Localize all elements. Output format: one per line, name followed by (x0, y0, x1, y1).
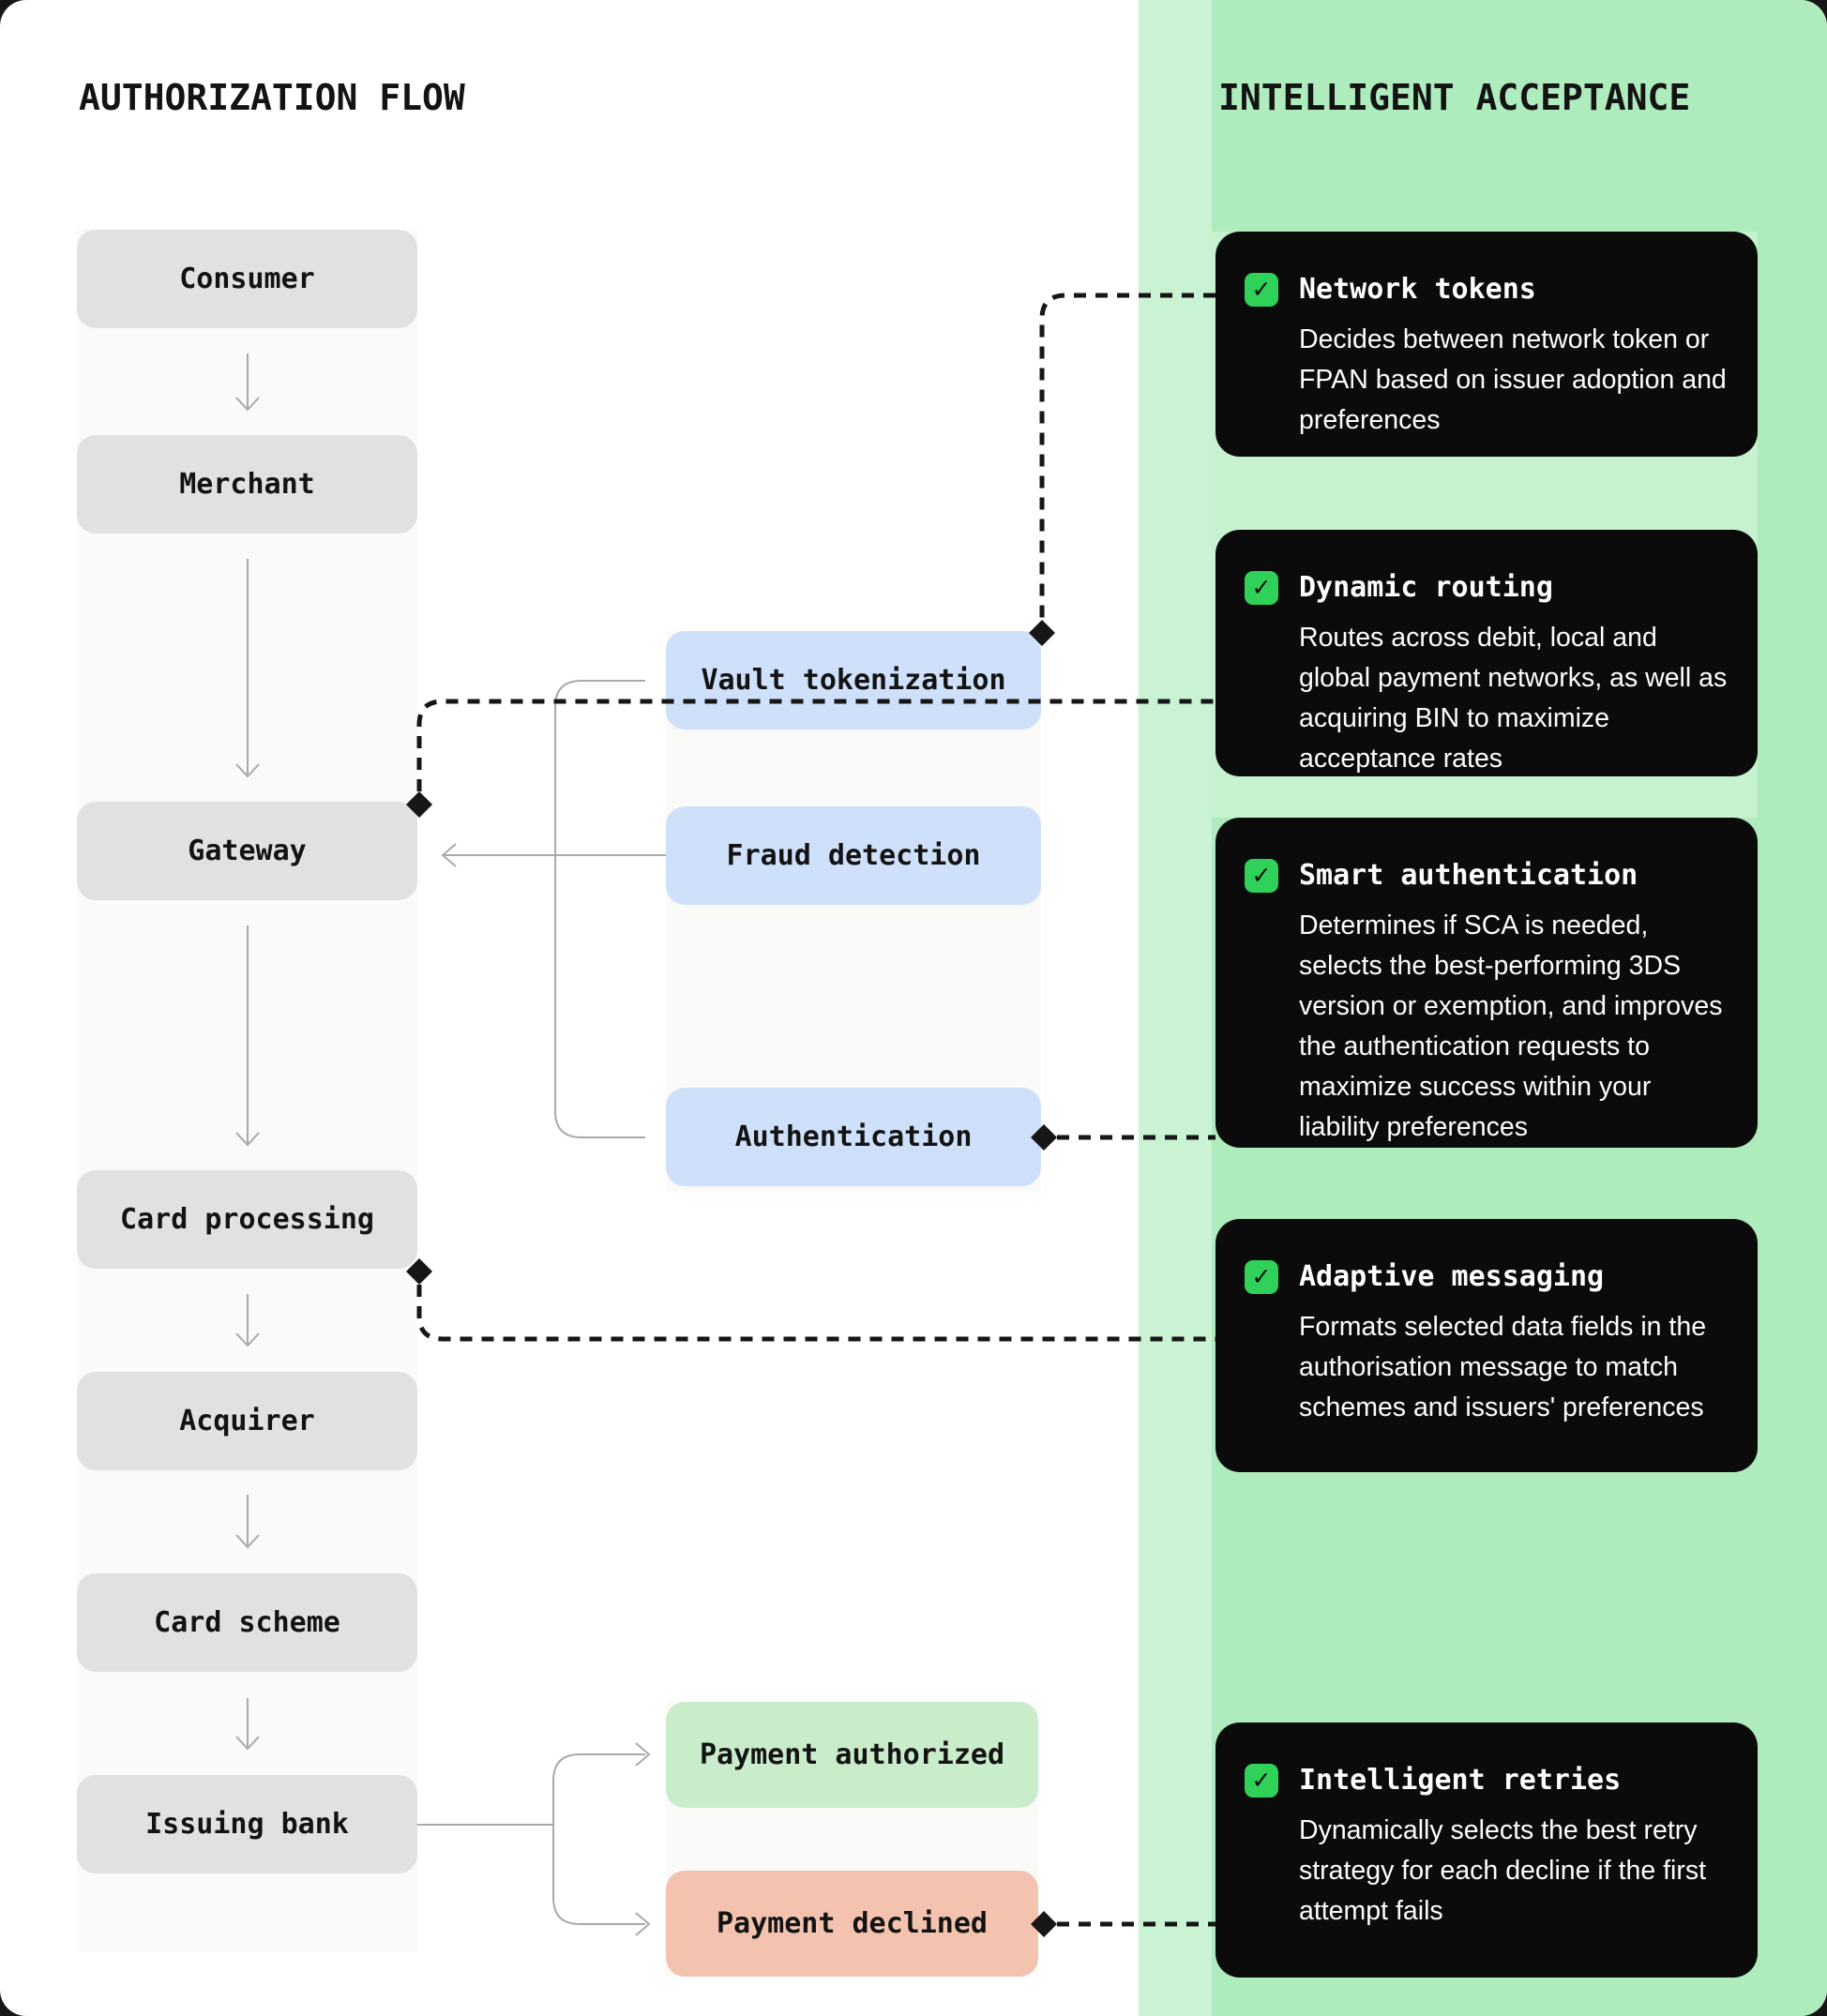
outcome-arrow-right-icon (635, 1742, 651, 1936)
feature-card-intelligent-retries: ✓ Intelligent retries Dynamically select… (1215, 1723, 1758, 1978)
flow-node-issuing-bank: Issuing bank (77, 1775, 417, 1873)
service-node-vault-tokenization: Vault tokenization (666, 631, 1041, 730)
feature-description: Routes across debit, local and global pa… (1299, 623, 1728, 774)
gateway-arrow-left-icon (441, 843, 666, 867)
feature-description: Decides between network token or FPAN ba… (1299, 324, 1727, 435)
service-node-fraud-detection: Fraud detection (666, 806, 1041, 905)
flow-node-gateway: Gateway (77, 802, 417, 900)
checkbox-check-icon: ✓ (1245, 1764, 1278, 1798)
feature-card-dynamic-routing: ✓ Dynamic routing Routes across debit, l… (1215, 530, 1758, 776)
service-node-authentication: Authentication (666, 1088, 1041, 1186)
feature-title: Intelligent retries (1299, 1764, 1622, 1797)
service-bracket-line (554, 680, 645, 1138)
feature-description: Determines if SCA is needed, selects the… (1299, 910, 1723, 1142)
checkbox-check-icon: ✓ (1245, 859, 1278, 893)
intelligent-acceptance-title: INTELLIGENT ACCEPTANCE (1218, 77, 1691, 118)
feature-description: Formats selected data fields in the auth… (1299, 1312, 1707, 1422)
green-accent-band (1139, 0, 1212, 2016)
flow-node-merchant: Merchant (77, 435, 417, 534)
checkbox-check-icon: ✓ (1245, 571, 1278, 605)
feature-title: Adaptive messaging (1299, 1260, 1605, 1293)
feature-description: Dynamically selects the best retry strat… (1299, 1815, 1707, 1926)
feature-card-smart-authentication: ✓ Smart authentication Determines if SCA… (1215, 818, 1758, 1148)
outcome-node-payment-authorized: Payment authorized (666, 1702, 1038, 1808)
checkbox-check-icon: ✓ (1245, 273, 1278, 307)
authorization-flow-title: AUTHORIZATION FLOW (79, 77, 465, 118)
outcome-node-payment-declined: Payment declined (666, 1871, 1038, 1977)
flow-node-consumer: Consumer (77, 230, 417, 328)
feature-title: Network tokens (1299, 273, 1536, 306)
feature-title: Smart authentication (1299, 859, 1638, 892)
flow-node-card-processing: Card processing (77, 1170, 417, 1269)
feature-card-adaptive-messaging: ✓ Adaptive messaging Formats selected da… (1215, 1219, 1758, 1472)
flow-node-card-scheme: Card scheme (77, 1573, 417, 1672)
feature-title: Dynamic routing (1299, 571, 1553, 604)
flow-node-acquirer: Acquirer (77, 1372, 417, 1470)
dotted-connector-adaptive-messaging (416, 1285, 1215, 1342)
outcome-bracket-line (552, 1753, 645, 1925)
feature-card-network-tokens: ✓ Network tokens Decides between network… (1215, 232, 1758, 457)
checkbox-check-icon: ✓ (1245, 1260, 1278, 1294)
